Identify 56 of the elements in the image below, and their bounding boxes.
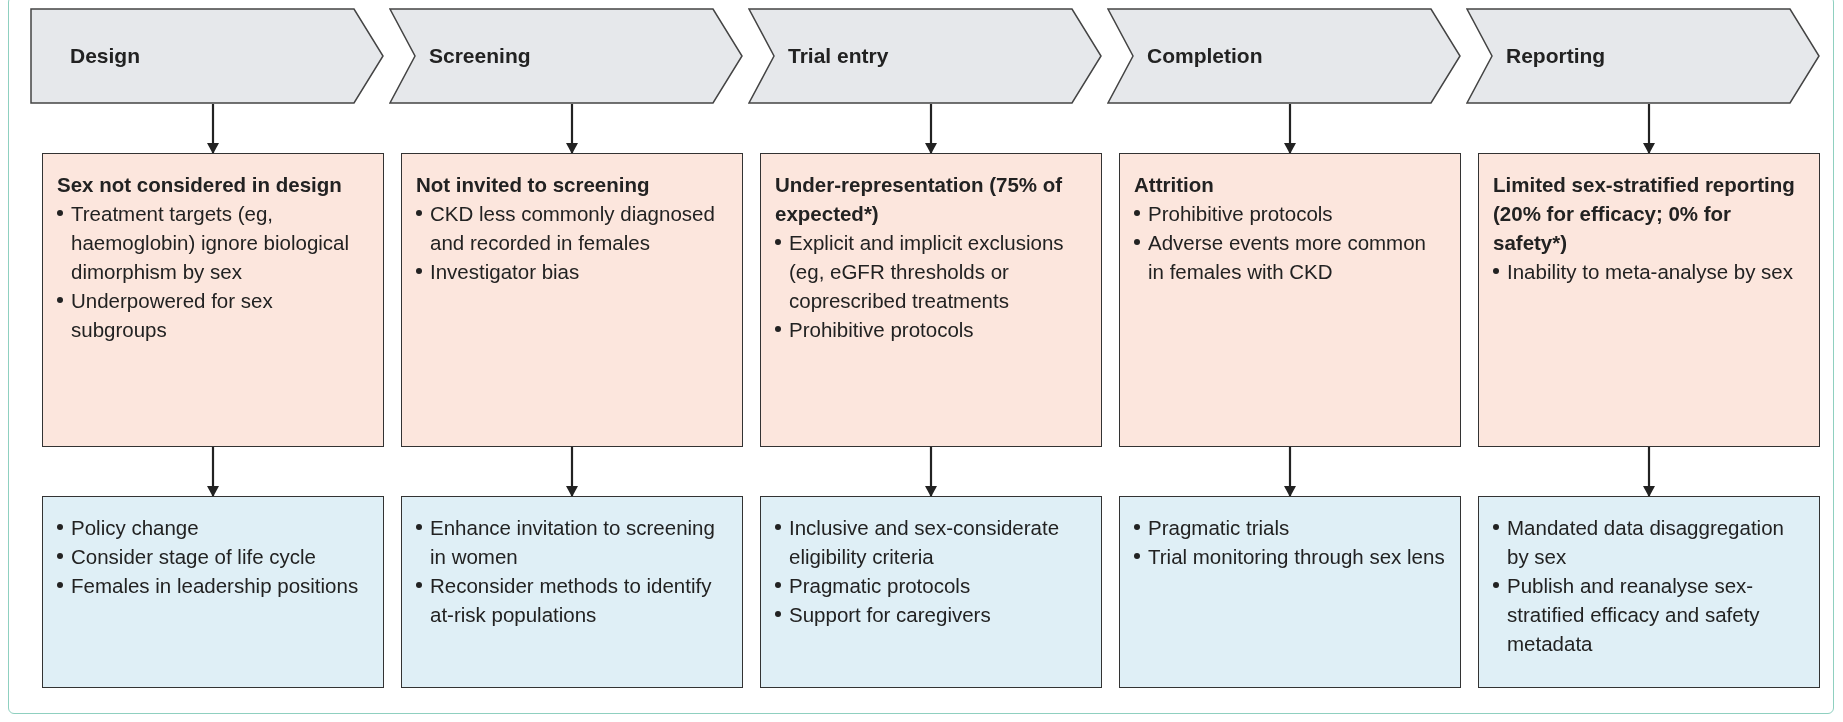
bullet-text: Prohibitive protocols: [1148, 201, 1333, 227]
bullet-text: Trial monitoring through sex lens: [1148, 544, 1445, 570]
arrow: [566, 447, 578, 497]
problem-box: [1478, 153, 1820, 447]
arrow: [566, 104, 578, 154]
solution-box: [1478, 496, 1820, 688]
bullet-text: Investigator bias: [430, 259, 580, 285]
arrow: [925, 104, 937, 154]
arrow: [1643, 104, 1655, 154]
arrow: [207, 104, 219, 154]
stage-label: Reporting: [1505, 43, 1606, 70]
solution-box: [760, 496, 1102, 688]
stage-header: [1466, 8, 1820, 104]
arrow: [207, 447, 219, 497]
problem-heading: Limited sex-stratified reporting (20% for efficacy; 0% for safety*): [1493, 172, 1796, 256]
stage-header: [389, 8, 743, 104]
bullet-text: Reconsider methods to identify at-risk populations: [430, 573, 713, 628]
solution-box: [42, 496, 384, 688]
bullet-text: Mandated data disaggregation by sex: [1507, 515, 1785, 570]
arrow: [925, 447, 937, 497]
bullet-text: Policy change: [71, 515, 199, 541]
bullet-text: Consider stage of life cycle: [71, 544, 316, 570]
stage-label: Design: [69, 43, 140, 70]
problem-heading: Not invited to screening: [416, 172, 651, 198]
problem-box: [42, 153, 384, 447]
bullet-text: Adverse events more common in females with CKD: [1148, 230, 1427, 285]
bullet-text: Pragmatic trials: [1148, 515, 1290, 541]
bullet-text: Inclusive and sex-considerate eligibility criteria: [789, 515, 1061, 570]
arrow: [1643, 447, 1655, 497]
problem-box: [1119, 153, 1461, 447]
problem-heading: Sex not considered in design: [57, 172, 343, 198]
stage-label: Completion: [1146, 43, 1263, 70]
bullet-text: Pragmatic protocols: [789, 573, 971, 599]
stage-header: [748, 8, 1102, 104]
bullet-text: Support for caregivers: [789, 602, 991, 628]
problem-heading: Under-representation (75% of expected*): [775, 172, 1064, 227]
bullet-text: Enhance invitation to screening in women: [430, 515, 716, 570]
arrow: [1284, 104, 1296, 154]
bullet-text: CKD less commonly diagnosed and recorded in females: [430, 201, 716, 256]
stage-label: Trial entry: [787, 43, 889, 70]
problem-box: [760, 153, 1102, 447]
stage-header: [1107, 8, 1461, 104]
solution-box: [1119, 496, 1461, 688]
bullet-text: Explicit and implicit exclusions (eg, eGFR thresholds or coprescribed treatments: [789, 230, 1065, 314]
bullet-text: Inability to meta-analyse by sex: [1507, 259, 1793, 285]
solution-box: [401, 496, 743, 688]
problem-box: [401, 153, 743, 447]
bullet-text: Publish and reanalyse sex-stratified efficacy and safety metadata: [1507, 573, 1761, 657]
stage-header: [30, 8, 384, 104]
arrow: [1284, 447, 1296, 497]
stage-label: Screening: [428, 43, 531, 70]
problem-heading: Attrition: [1134, 172, 1215, 198]
bullet-text: Prohibitive protocols: [789, 317, 974, 343]
bullet-text: Underpowered for sex subgroups: [71, 288, 274, 343]
bullet-text: Females in leadership positions: [71, 573, 359, 599]
bullet-text: Treatment targets (eg, haemoglobin) ignore biological dimorphism by sex: [71, 201, 351, 285]
